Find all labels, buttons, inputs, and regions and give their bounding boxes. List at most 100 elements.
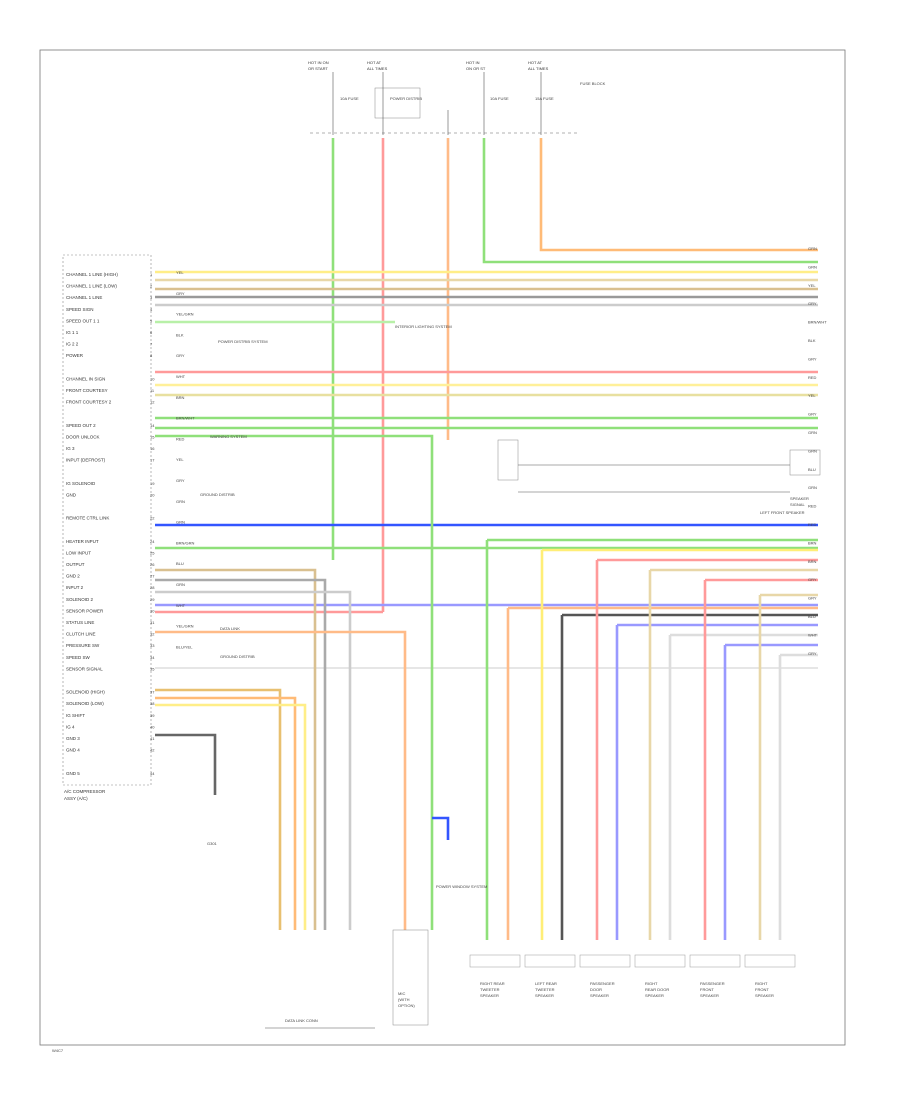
module-pin-number: 7 xyxy=(150,342,153,347)
fuse-box xyxy=(374,87,421,119)
module-label-2: ASSY (A/C) xyxy=(64,796,88,801)
spk-wire-12 xyxy=(778,653,818,940)
spk-wire-1 xyxy=(485,538,818,940)
note-2: POWER DISTRIB SYSTEM xyxy=(218,339,268,344)
module-pin-number: 41 xyxy=(150,736,155,741)
bottom-components: MIC (WITH OPTION) DATA LINK CONN G301 W4… xyxy=(52,841,429,1053)
module-pin-number: 16 xyxy=(150,446,155,451)
fuse-label-3a: HOT IN xyxy=(466,60,480,65)
module-pin-label: SPEED SIGN xyxy=(66,307,94,312)
module-pin-number: 15 xyxy=(150,434,155,439)
right-conn-label-3: LEFT FRONT SPEAKER xyxy=(760,510,805,515)
fuse-label-1b: OR START xyxy=(308,66,328,71)
module-pin-number: 14 xyxy=(150,423,155,428)
wire-tag: BLK xyxy=(808,338,816,343)
module-pin-label: GND 3 xyxy=(66,736,80,741)
ground-label: G301 xyxy=(207,841,218,846)
wire-tag: BRN xyxy=(808,559,817,564)
wire-tag: BRN xyxy=(176,395,185,400)
module-pin-label: CHANNEL 1 LINE (HIGH) xyxy=(66,272,118,277)
wire-tag: GRN xyxy=(808,264,817,269)
module-pin-number: 17 xyxy=(150,458,155,463)
wire-tag: BLU/YEL xyxy=(176,644,193,649)
wire-tag: YEL/GRN xyxy=(176,624,194,629)
wire-tag: GRY xyxy=(808,596,817,601)
right-connector: SPEAKER SIGNAL LEFT FRONT SPEAKER xyxy=(497,439,821,515)
module-pin-label: GND 4 xyxy=(66,748,80,753)
note-5: DATA LINK xyxy=(220,626,240,631)
module-pin-number: 37 xyxy=(150,690,155,695)
dl-wire-6 xyxy=(155,590,352,930)
module-pin-label: IG 4 xyxy=(66,724,75,729)
spk-wire-4 xyxy=(560,613,818,940)
speaker-label-line1: LEFT REAR xyxy=(535,981,557,986)
ground-wire xyxy=(155,733,217,795)
wire-tag: GRN xyxy=(176,499,185,504)
fuse-label-1a: HOT IN ON xyxy=(308,60,329,65)
fuse-header: HOT IN ON OR START HOT AT ALL TIMES HOT … xyxy=(308,60,606,135)
wire-tag: GRY xyxy=(176,291,185,296)
right-conn-label-2: SIGNAL xyxy=(790,502,805,507)
dl-wire-7 xyxy=(155,630,407,930)
module-pin-number: 30 xyxy=(150,608,155,613)
speaker-label-line2: FRONT xyxy=(700,987,714,992)
speaker-connector xyxy=(634,954,686,968)
module-pin-number: 12 xyxy=(150,400,155,405)
module-pin-number: 2 xyxy=(150,284,153,289)
wire-tag: GRN xyxy=(808,246,817,251)
spk-wire-9 xyxy=(703,578,818,940)
module-pin-number: 6 xyxy=(150,330,153,335)
module-pin-number: 20 xyxy=(150,492,155,497)
module-pin-number: 19 xyxy=(150,481,155,486)
right-conn-box-2 xyxy=(789,449,821,476)
wire-tag: BRN/WHT xyxy=(808,320,827,325)
module-pin-number: 38 xyxy=(150,701,155,706)
wire-tag: WHT xyxy=(808,632,818,637)
module-pin-number: 32 xyxy=(150,632,155,637)
module-pin-number: 25 xyxy=(150,550,155,555)
wire-tag: BLK xyxy=(176,332,184,337)
speaker-connector xyxy=(524,954,576,968)
feed-wire-green-2 xyxy=(482,138,818,264)
module-pin-number: 24 xyxy=(150,539,155,544)
wire-tag: GRN xyxy=(176,582,185,587)
dl-wire-9 xyxy=(432,816,450,840)
module-pin-number: 29 xyxy=(150,597,155,602)
module-pin-label: SOLENOID (HIGH) xyxy=(66,690,105,695)
module-pin-number: 33 xyxy=(150,643,155,648)
module-pin-number: 11 xyxy=(150,388,155,393)
speaker-label-line3: SPEAKER xyxy=(590,993,609,998)
spk-wire-3 xyxy=(540,548,818,940)
module-pin-label: INPUT 2 xyxy=(66,585,84,590)
module-pin-label: CHANNEL IN SIGN xyxy=(66,376,105,381)
module-pin-number: 40 xyxy=(150,724,155,729)
speaker-label-line1: RIGHT REAR xyxy=(480,981,505,986)
wire-tag: YEL/GRN xyxy=(176,312,194,317)
module-pin-number: 27 xyxy=(150,574,155,579)
speaker-label-line1: RIGHT xyxy=(755,981,768,986)
speaker-label-line2: REAR DOOR xyxy=(645,987,669,992)
module-pin-label: GND 2 xyxy=(66,574,80,579)
mic-box xyxy=(392,929,429,1026)
wire-tag: YEL xyxy=(808,393,816,398)
fuse-label-2a: HOT AT xyxy=(367,60,382,65)
dl-wire-2 xyxy=(155,696,297,930)
datalink-wires xyxy=(155,434,450,930)
module-box xyxy=(62,254,152,786)
module-pin-number: 39 xyxy=(150,713,155,718)
wire-tag: RED xyxy=(808,522,817,527)
wire-tag: GRY xyxy=(176,353,185,358)
footer-code: W4C7 xyxy=(52,1048,64,1053)
note-3: WARNING SYSTEM xyxy=(210,434,247,439)
module-pin-label: IG 2 2 xyxy=(66,342,79,347)
note-6: GROUND DISTRIB xyxy=(220,654,255,659)
module-pin-number: 8 xyxy=(150,353,153,358)
wire-tag: BRN xyxy=(808,540,817,545)
wire-tag: RED xyxy=(808,375,817,380)
datalink-caption: DATA LINK CONN xyxy=(285,1018,318,1023)
wire-tag: GRN xyxy=(808,448,817,453)
wire-tag: BRN/GRN xyxy=(176,540,195,545)
wire-tag: WHT xyxy=(176,603,186,608)
spk-wire-10 xyxy=(723,643,818,940)
note-4: GROUND DISTRIB xyxy=(200,492,235,497)
